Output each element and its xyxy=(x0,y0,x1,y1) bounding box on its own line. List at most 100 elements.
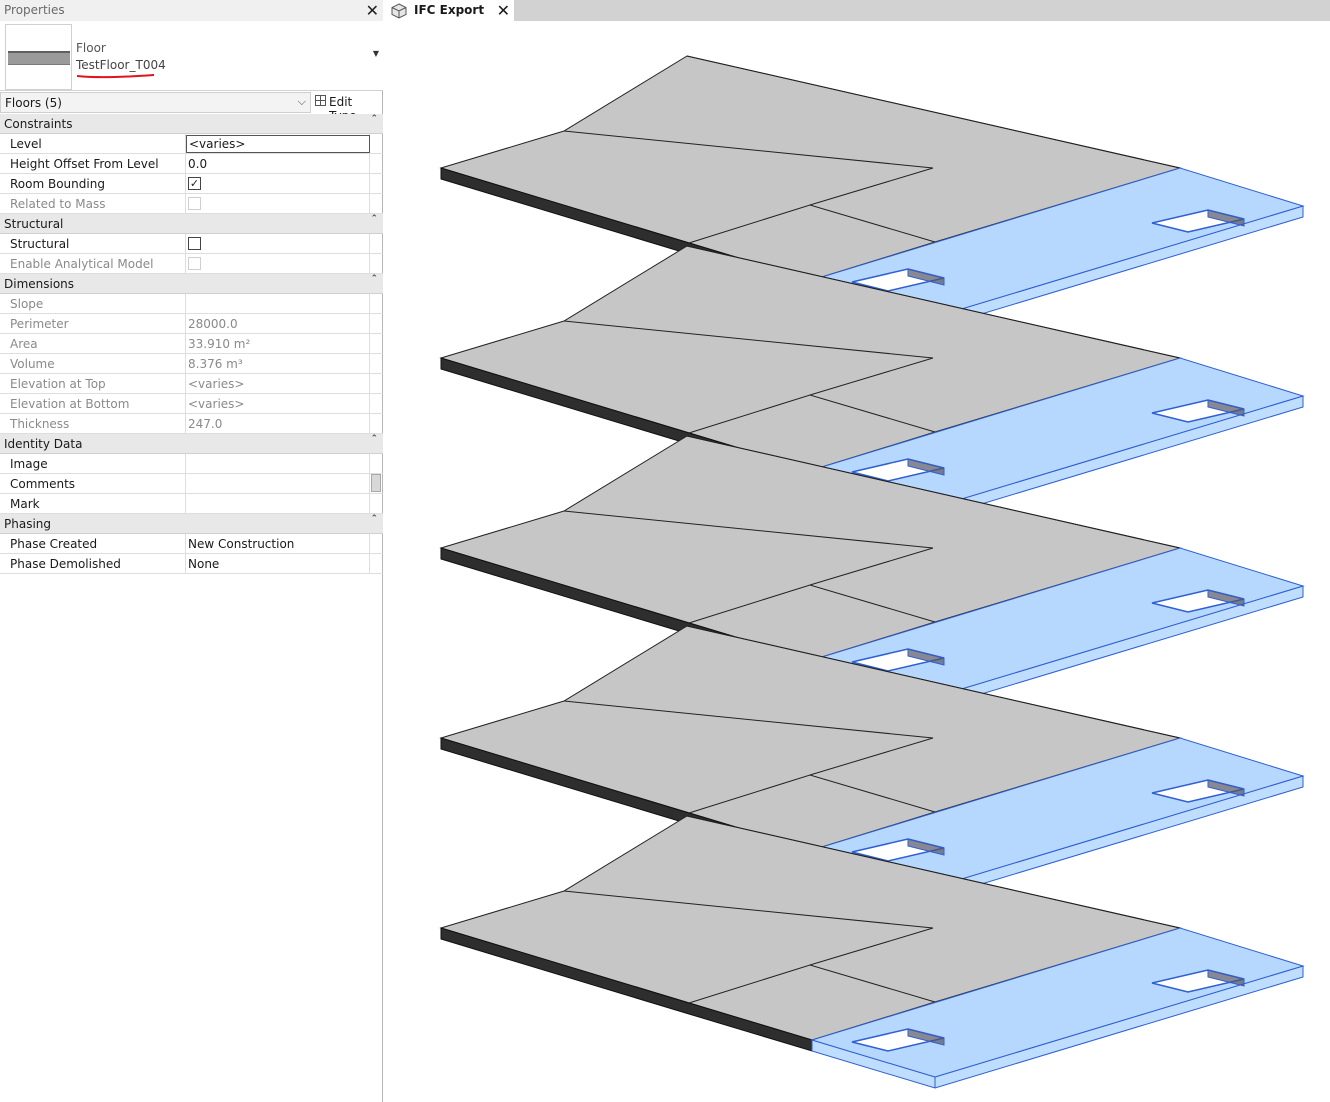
floor-seam-line xyxy=(686,245,1181,359)
property-value: <varies> xyxy=(188,377,245,391)
chevron-down-icon: ⌵ xyxy=(297,95,306,108)
edit-type-button[interactable]: Edit Type xyxy=(314,92,383,123)
property-row[interactable]: Comments xyxy=(0,474,383,494)
floor-seam-line xyxy=(809,167,934,206)
floor-opening-wall xyxy=(907,1028,945,1046)
section-title: Identity Data xyxy=(4,437,83,451)
property-label: Elevation at Bottom xyxy=(10,397,130,411)
floor-opening-wall xyxy=(1207,779,1245,797)
type-name-label: TestFloor_T004 xyxy=(76,58,166,72)
floor-opening-wall xyxy=(1207,399,1245,417)
property-value: 33.910 m² xyxy=(188,337,251,351)
section-title: Constraints xyxy=(4,117,73,131)
property-checkbox xyxy=(188,197,201,210)
floor-opening-wall xyxy=(907,838,945,856)
property-value[interactable]: 0.0 xyxy=(188,157,208,171)
floor-seam-line xyxy=(563,130,934,169)
filter-value: Floors (5) xyxy=(5,96,62,110)
property-value[interactable]: New Construction xyxy=(188,537,295,551)
property-value-input[interactable]: <varies> xyxy=(186,135,370,153)
property-label: Height Offset From Level xyxy=(10,157,159,171)
property-row[interactable]: Room Bounding ✓ xyxy=(0,174,383,194)
scrollbar-thumb[interactable] xyxy=(371,474,381,492)
property-row[interactable]: Level <varies> xyxy=(0,134,383,154)
collapse-icon[interactable]: ⌃ xyxy=(370,434,378,444)
property-label: Area xyxy=(10,337,38,351)
property-label: Room Bounding xyxy=(10,177,105,191)
floor-seam-line xyxy=(809,927,934,966)
floor-seam-line xyxy=(809,547,934,586)
section-title: Phasing xyxy=(4,517,52,531)
section-header[interactable]: Phasing ⌃ xyxy=(0,514,383,534)
property-checkbox[interactable] xyxy=(188,237,201,250)
section-header[interactable]: Constraints ⌃ xyxy=(0,114,383,134)
tab-ifc-export[interactable]: IFC Export ✕ xyxy=(386,0,514,21)
floor-opening-wall xyxy=(1207,209,1245,227)
property-label: Phase Demolished xyxy=(10,557,121,571)
property-value[interactable]: None xyxy=(188,557,220,571)
collapse-icon[interactable]: ⌃ xyxy=(370,514,378,524)
property-label: Level xyxy=(10,137,42,151)
property-checkbox xyxy=(188,257,201,270)
floor-seam-line xyxy=(563,890,934,929)
property-row: Slope xyxy=(0,294,383,314)
properties-title-bar: Properties ✕ xyxy=(0,0,383,21)
section-header[interactable]: Identity Data ⌃ xyxy=(0,434,383,454)
floor-opening-wall xyxy=(907,268,945,286)
property-label: Slope xyxy=(10,297,44,311)
property-row: Related to Mass xyxy=(0,194,383,214)
floor-seam-line xyxy=(686,55,1181,169)
property-label: Comments xyxy=(10,477,76,491)
property-row: Elevation at Top <varies> xyxy=(0,374,383,394)
property-label: Mark xyxy=(10,497,40,511)
element-filter-dropdown[interactable]: Floors (5) ⌵ xyxy=(0,92,311,113)
collapse-icon[interactable]: ⌃ xyxy=(370,114,378,124)
property-value: 28000.0 xyxy=(188,317,238,331)
property-checkbox[interactable]: ✓ xyxy=(188,177,201,190)
property-value: 247.0 xyxy=(188,417,223,431)
property-row[interactable]: Height Offset From Level 0.0 xyxy=(0,154,383,174)
close-icon[interactable]: ✕ xyxy=(496,1,510,20)
property-label: Image xyxy=(10,457,48,471)
dropdown-arrow-icon[interactable]: ▼ xyxy=(372,49,379,58)
property-row[interactable]: Mark xyxy=(0,494,383,514)
edit-type-icon xyxy=(315,95,326,106)
property-label: Elevation at Top xyxy=(10,377,106,391)
floor-seam-line xyxy=(686,435,1181,549)
floor-seam-line xyxy=(563,700,934,739)
floor-opening-wall xyxy=(1207,589,1245,607)
property-row[interactable]: Structural xyxy=(0,234,383,254)
property-label: Thickness xyxy=(10,417,70,431)
view-tab-strip: IFC Export ✕ xyxy=(386,0,1330,21)
property-row: Thickness 247.0 xyxy=(0,414,383,434)
floor-stack-view xyxy=(439,55,1305,1089)
property-row: Enable Analytical Model xyxy=(0,254,383,274)
3d-viewport[interactable] xyxy=(386,21,1330,1102)
floor-seam-line xyxy=(809,737,934,776)
section-title: Dimensions xyxy=(4,277,75,291)
close-icon[interactable]: ✕ xyxy=(365,1,379,20)
type-selector[interactable]: Floor TestFloor_T004 ▼ xyxy=(0,21,383,91)
red-underline-annotation xyxy=(76,74,155,79)
property-value: <varies> xyxy=(188,397,245,411)
collapse-icon[interactable]: ⌃ xyxy=(370,214,378,224)
filter-row: Floors (5) ⌵ Edit Type xyxy=(0,92,383,123)
floor-seam-line xyxy=(563,320,934,359)
section-header[interactable]: Dimensions ⌃ xyxy=(0,274,383,294)
tab-label: IFC Export xyxy=(414,3,485,17)
property-row[interactable]: Phase Demolished None xyxy=(0,554,383,574)
property-label: Enable Analytical Model xyxy=(10,257,154,271)
property-label: Perimeter xyxy=(10,317,69,331)
properties-title: Properties xyxy=(4,3,65,17)
3d-view-icon xyxy=(391,3,407,19)
property-label: Phase Created xyxy=(10,537,98,551)
property-label: Related to Mass xyxy=(10,197,106,211)
floor-opening-wall xyxy=(1207,969,1245,987)
floor-seam-line xyxy=(563,510,934,549)
section-header[interactable]: Structural⌃ xyxy=(0,214,383,234)
collapse-icon[interactable]: ⌃ xyxy=(370,274,378,284)
property-row: Elevation at Bottom <varies> xyxy=(0,394,383,414)
property-row[interactable]: Phase Created New Construction xyxy=(0,534,383,554)
property-row[interactable]: Image xyxy=(0,454,383,474)
